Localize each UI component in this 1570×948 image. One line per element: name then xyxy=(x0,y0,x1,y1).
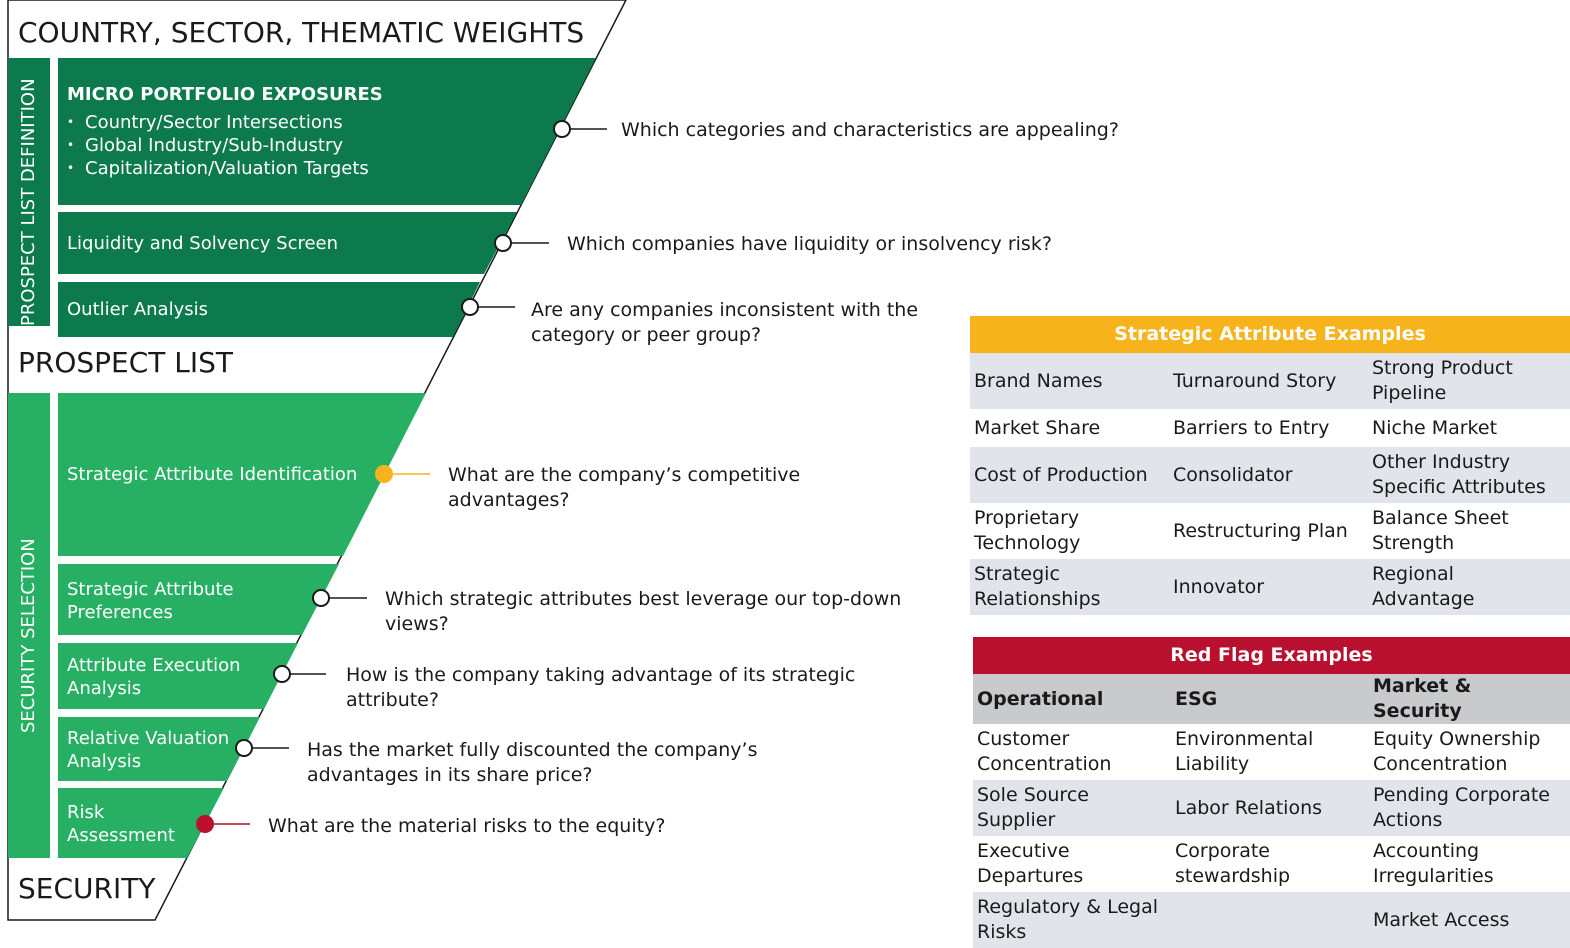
strategic-table-title: Strategic Attribute Examples xyxy=(970,316,1570,353)
table-cell: Regional Advantage xyxy=(1368,559,1570,615)
strategic-identification-block xyxy=(58,393,426,556)
step-relative-valuation: Relative Valuation Analysis xyxy=(67,728,230,772)
question: Which strategic attributes best leverage… xyxy=(385,588,902,635)
top-header: COUNTRY, SECTOR, THEMATIC WEIGHTS xyxy=(18,16,585,49)
middle-header: PROSPECT LIST xyxy=(18,346,234,379)
table-cell: Barriers to Entry xyxy=(1173,416,1330,439)
table-cell: Equity Ownership Concentration xyxy=(1373,728,1541,775)
table-cell: Market Share xyxy=(974,416,1101,439)
connector-dot-highlight xyxy=(375,465,393,483)
table-cell: Restructuring Plan xyxy=(1173,519,1348,542)
connector-dot xyxy=(235,739,253,757)
table-cell: Customer Concentration xyxy=(977,728,1112,775)
micro-exposures-list: Country/Sector Intersections Global Indu… xyxy=(67,111,369,180)
security-selection-sidebar xyxy=(8,393,50,858)
question: Which categories and characteristics are… xyxy=(621,119,1119,141)
section-label-security-selection: SECURITY SELECTION xyxy=(18,538,39,733)
liquidity-step-block xyxy=(58,212,517,274)
relative-valuation-block xyxy=(58,717,260,781)
table-cell: Regulatory & Legal Risks xyxy=(973,892,1171,948)
question: What are the material risks to the equit… xyxy=(268,815,666,837)
question: What are the company’s competitive advan… xyxy=(448,464,801,511)
table-cell: Strong Product Pipeline xyxy=(1368,353,1570,409)
step-attribute-execution: Attribute Execution Analysis xyxy=(67,655,241,699)
table-cell: Turnaround Story xyxy=(1169,353,1368,409)
table-cell: Other Industry Specific Attributes xyxy=(1368,447,1570,503)
table-cell: Cost of Production xyxy=(970,447,1169,503)
red-flag-table: Red Flag Examples Operational ESG Market… xyxy=(973,637,1570,948)
table-cell: Accounting Irregularities xyxy=(1373,840,1494,887)
connector-dot xyxy=(273,665,291,683)
table-cell: Corporate stewardship xyxy=(1175,840,1291,887)
table-cell: Niche Market xyxy=(1372,416,1498,439)
table-cell: Consolidator xyxy=(1169,447,1368,503)
table-cell: Pending Corporate Actions xyxy=(1369,780,1570,836)
prospect-definition-sidebar xyxy=(8,58,50,326)
question: Has the market fully discounted the comp… xyxy=(307,739,758,786)
strategic-preferences-block xyxy=(58,564,339,635)
section-label-prospect-definition: PROSPECT LIST DEFINITION xyxy=(18,78,39,326)
table-cell: Balance Sheet Strength xyxy=(1372,507,1509,554)
step-strategic-preferences: Strategic Attribute Preferences xyxy=(67,579,234,623)
step-outlier: Outlier Analysis xyxy=(67,299,208,320)
table-cell: Proprietary Technology xyxy=(974,507,1081,554)
micro-exposures-title: MICRO PORTFOLIO EXPOSURES xyxy=(67,84,383,105)
attribute-execution-block xyxy=(58,643,298,709)
strategic-attribute-table: Strategic Attribute Examples Brand Names… xyxy=(970,316,1570,615)
connector-dot xyxy=(494,234,512,252)
outlier-step-block xyxy=(58,282,480,337)
risk-assessment-block xyxy=(58,788,224,858)
table-cell: Strategic Relationships xyxy=(970,559,1169,615)
table-column-header: Market & Security xyxy=(1369,674,1570,724)
step-liquidity: Liquidity and Solvency Screen xyxy=(67,233,339,254)
micro-bullet: Country/Sector Intersections xyxy=(67,111,369,134)
table-cell: Labor Relations xyxy=(1171,780,1369,836)
connector-dot xyxy=(312,589,330,607)
micro-bullet: Global Industry/Sub-Industry xyxy=(67,134,369,157)
red-flag-table-title: Red Flag Examples xyxy=(973,637,1570,674)
table-cell: Brand Names xyxy=(970,353,1169,409)
table-cell: Sole Source Supplier xyxy=(973,780,1171,836)
step-risk-assessment: Risk Assessment xyxy=(67,802,175,846)
bottom-header: SECURITY xyxy=(18,872,156,905)
connector-dot-risk xyxy=(196,815,214,833)
question: Are any companies inconsistent with the … xyxy=(531,299,919,346)
table-cell: Market Access xyxy=(1369,892,1570,948)
table-cell: Innovator xyxy=(1169,559,1368,615)
table-column-header: ESG xyxy=(1171,674,1369,724)
question: How is the company taking advantage of i… xyxy=(346,664,856,711)
table-cell xyxy=(1171,892,1369,948)
question: Which companies have liquidity or insolv… xyxy=(567,233,1052,255)
connector-dot xyxy=(553,120,571,138)
step-strategic-identification: Strategic Attribute Identification xyxy=(67,464,358,485)
connector-dot xyxy=(461,298,479,316)
table-column-header: Operational xyxy=(973,674,1171,724)
micro-bullet: Capitalization/Valuation Targets xyxy=(67,157,369,180)
table-cell: Executive Departures xyxy=(977,840,1084,887)
table-cell: Environmental Liability xyxy=(1175,728,1314,775)
